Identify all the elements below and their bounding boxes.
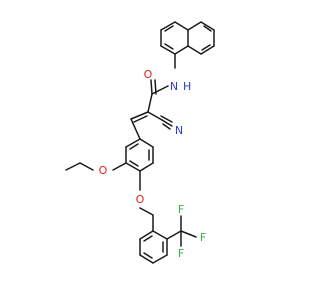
bond-carbonyl-o-2: [154, 79, 157, 95]
bond-vinyl-aryl: [130, 118, 141, 140]
atom-fluorine-a: F: [178, 203, 184, 216]
bond-alkene-1: [130, 111, 149, 120]
bond-nitrile-1: [161, 119, 173, 127]
atom-carbonyl-o: O: [144, 68, 153, 81]
bond-alkene-2: [133, 115, 148, 123]
structure-svg: O N H N O O F F F: [65, 21, 215, 264]
bond-ethyl: [65, 162, 81, 171]
bond-c-fb: [180, 230, 197, 238]
bond-o2-ch2: [139, 207, 154, 216]
lower-benzene-ring: [139, 230, 168, 264]
atom-ether-o2: O: [136, 193, 145, 206]
atom-amide-n: N: [170, 80, 178, 93]
naphthalene-ring-a: [187, 21, 215, 55]
bond-alpha-cn: [147, 111, 163, 121]
atom-ether-o1: O: [99, 164, 108, 177]
bond-aryl-o1: [112, 162, 127, 171]
bond-aryl-cf3: [166, 230, 182, 240]
bond-carbonyl-alpha: [147, 93, 153, 113]
atom-fluorine-b: F: [200, 231, 206, 244]
bond-n-carbonyl: [151, 85, 169, 95]
molecule-diagram: O N H N O O F F F: [65, 21, 215, 264]
bond-nitrile-2: [162, 123, 171, 130]
atom-fluorine-c: F: [178, 247, 184, 260]
bond-o1-ch2: [79, 162, 94, 171]
atom-nitrile-n: N: [175, 124, 183, 137]
atom-amide-h: H: [183, 80, 191, 93]
bond-nitrile-3: [160, 115, 173, 123]
central-benzene-ring: [125, 138, 154, 172]
naphthalene-ring-b: [160, 21, 189, 55]
bond-carbonyl-o-1: [150, 79, 153, 95]
